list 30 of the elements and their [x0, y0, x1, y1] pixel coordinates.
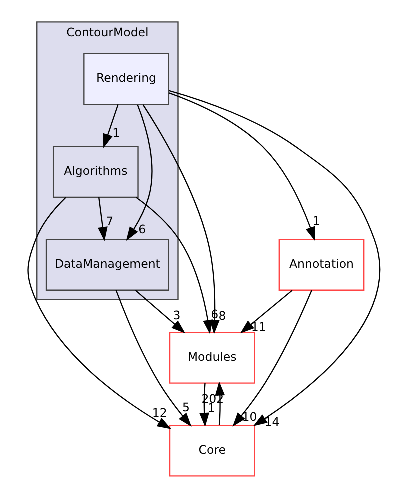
edge-label: 3 [172, 308, 180, 322]
edge-label: 14 [264, 415, 280, 430]
node-box: Modules [168, 332, 255, 384]
arrow [134, 290, 186, 334]
arrow [115, 290, 192, 427]
edge-label: 7 [106, 214, 114, 229]
edge-label: 10 [242, 410, 257, 424]
arrow [102, 104, 118, 148]
edge-label: 12 [152, 406, 167, 420]
node-box: Rendering [83, 53, 169, 106]
arrow [135, 197, 212, 334]
node-box: DataManagement [45, 239, 169, 291]
arrow [232, 290, 312, 427]
arrow [27, 197, 172, 430]
arrow [168, 90, 380, 426]
arrow [214, 382, 225, 426]
node-box: Core [168, 425, 255, 477]
node-box: Algorithms [52, 146, 138, 198]
edge-label: 11 [250, 320, 266, 334]
edge-label: 1 [312, 214, 320, 228]
node-box: Annotation [278, 239, 364, 291]
edge-label: 1 [112, 126, 120, 140]
arrow [98, 198, 108, 242]
edge-label: 6 [138, 222, 146, 236]
arrow [168, 92, 315, 242]
arrow [126, 104, 152, 242]
edge-label: 5 [182, 400, 190, 414]
arrow [199, 383, 209, 428]
arrow [240, 290, 292, 334]
edge-label: 8 [218, 308, 226, 323]
